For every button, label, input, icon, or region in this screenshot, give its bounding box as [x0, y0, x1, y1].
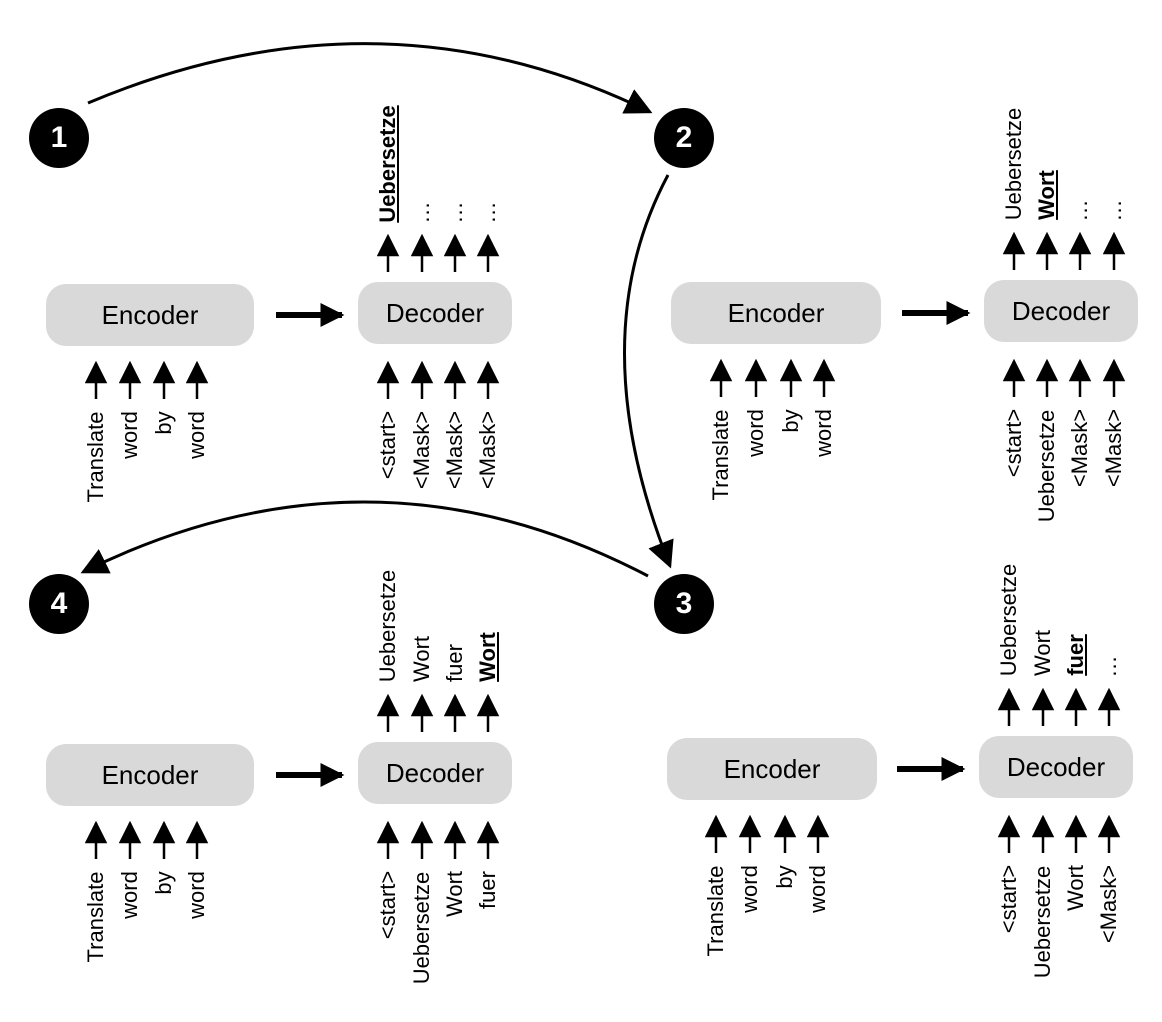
- encoder-box: Encoder: [667, 738, 877, 800]
- encoder-input-token: Translate: [83, 871, 108, 962]
- encoder-input-token: word: [117, 871, 142, 919]
- decoder-box: Decoder: [979, 736, 1133, 798]
- decoder-input-token: <start>: [375, 870, 400, 940]
- decoder-output-token: ...: [1096, 654, 1121, 677]
- predicted-output-token: Wort: [1034, 170, 1059, 220]
- decoder-input-token: fuer: [475, 871, 500, 909]
- step-arrow-2-to-3: [623, 174, 674, 569]
- decoder-input-token: <Mask>: [475, 410, 500, 490]
- encoder-input-token: word: [805, 865, 830, 913]
- predicted-output-token: Uebersetze: [375, 104, 400, 223]
- step-number-badge: 4: [29, 574, 89, 634]
- encoder-input-token: by: [151, 410, 176, 435]
- decoder-input-token: <start>: [375, 410, 400, 480]
- decoder-box: Decoder: [984, 280, 1138, 342]
- decoder-output-token: fuer: [442, 644, 467, 682]
- decoder-box: Decoder: [358, 282, 512, 344]
- predicted-output-token: fuer: [1063, 634, 1088, 676]
- decoder-input-token: <Mask>: [1101, 408, 1126, 488]
- predicted-output-token: Wort: [475, 632, 500, 682]
- encoder-input-token: Translate: [703, 865, 728, 956]
- encoder-box: Encoder: [46, 744, 254, 806]
- encoder-input-token: word: [117, 411, 142, 459]
- decoder-output-token: Wort: [1030, 629, 1055, 677]
- encoder-input-token: by: [778, 408, 803, 433]
- encoder-input-token: word: [184, 411, 209, 459]
- decoder-input-token: Wort: [442, 870, 467, 918]
- encoder-input-token: by: [151, 870, 176, 895]
- decoder-input-token: Uebersetze: [1030, 865, 1055, 978]
- decoder-input-token: Uebersetze: [409, 871, 434, 984]
- step-arrow-1-to-2: [87, 42, 653, 114]
- decoder-output-token: Uebersetze: [996, 563, 1021, 676]
- decoder-input-token: <Mask>: [1096, 864, 1121, 944]
- step-arrow-3-to-4: [80, 500, 649, 578]
- encoder-box: Encoder: [671, 282, 881, 344]
- decoder-input-token: <Mask>: [442, 410, 467, 490]
- encoder-input-token: Translate: [708, 409, 733, 500]
- decoder-input-token: Wort: [1063, 864, 1088, 912]
- decoder-input-token: Uebersetze: [1034, 409, 1059, 522]
- decoder-output-token: ...: [1067, 198, 1092, 221]
- step-number-badge: 2: [654, 108, 714, 168]
- step-number-badge: 3: [654, 574, 714, 634]
- decoder-input-token: <Mask>: [1067, 408, 1092, 488]
- encoder-input-token: word: [184, 871, 209, 919]
- decoder-output-token: ...: [475, 200, 500, 223]
- step-number-badge: 1: [29, 108, 89, 168]
- decoder-output-token: Wort: [409, 635, 434, 683]
- decoder-input-token: <Mask>: [409, 410, 434, 490]
- decoder-input-token: <start>: [996, 864, 1021, 934]
- encoder-input-token: by: [772, 864, 797, 889]
- encoder-input-token: word: [743, 409, 768, 457]
- encoder-input-token: word: [737, 865, 762, 913]
- decoder-box: Decoder: [358, 742, 512, 804]
- encoder-box: Encoder: [46, 284, 254, 346]
- decoder-output-token: ...: [1101, 198, 1126, 221]
- encoder-input-token: word: [811, 409, 836, 457]
- decoder-output-token: Uebersetze: [1001, 107, 1026, 220]
- decoder-output-token: ...: [409, 200, 434, 223]
- decoder-output-token: Uebersetze: [375, 569, 400, 682]
- encoder-input-token: Translate: [83, 411, 108, 502]
- decoder-input-token: <start>: [1001, 408, 1026, 478]
- decoder-output-token: ...: [442, 200, 467, 223]
